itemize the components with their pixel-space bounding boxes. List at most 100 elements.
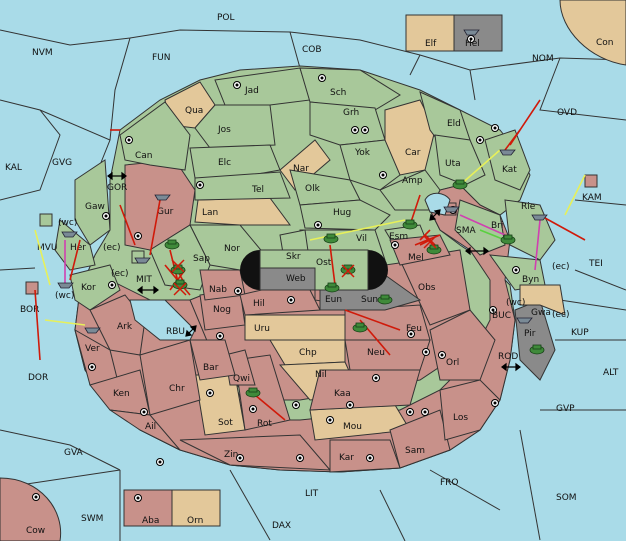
fleet-unit <box>443 206 460 213</box>
supply-center-dot <box>409 332 413 336</box>
label-fro: FRO <box>440 478 459 488</box>
territory-con <box>559 0 626 66</box>
territory-aba <box>123 489 173 527</box>
territory-ail <box>109 409 181 451</box>
territory-bar <box>189 339 236 381</box>
label-som: SOM <box>556 493 577 503</box>
supply-center-dot <box>158 460 162 464</box>
label-amp: Amp <box>402 176 423 186</box>
label-grh: Grh <box>343 108 359 118</box>
territory-web-box <box>259 267 316 291</box>
fleet-unit <box>531 214 548 221</box>
territory-orl <box>429 309 496 381</box>
territory-los <box>439 379 501 441</box>
supply-center-dot <box>320 76 324 80</box>
label-nom: NOM <box>532 54 554 64</box>
army-unit <box>529 344 545 355</box>
label-mvu: MVU <box>37 243 58 253</box>
label-elf: Elf <box>425 39 437 49</box>
label-qua: Qua <box>185 106 203 116</box>
label-chr: Chr <box>169 384 185 394</box>
territory-uta <box>434 134 486 186</box>
sea-borders <box>0 29 626 541</box>
label-sap: Sap <box>193 254 210 264</box>
label-feu: Feu <box>406 324 422 334</box>
fleet-unit <box>61 231 78 238</box>
label-kup: KUP <box>571 328 589 338</box>
label-gwa: Gwa <box>531 308 551 318</box>
label-gur: Gur <box>157 207 174 217</box>
supply-center-dot <box>408 410 412 414</box>
label-uta: Uta <box>445 159 461 169</box>
label-los: Los <box>453 413 468 423</box>
label-esm: Esm <box>389 232 408 242</box>
label-rie: Rie <box>521 202 536 212</box>
supply-center-dot <box>514 268 518 272</box>
label-elc: Elc <box>218 158 231 168</box>
supply-center-dot <box>294 403 298 407</box>
army-unit <box>377 294 393 305</box>
label-ost: Ost <box>316 258 332 268</box>
territory-tel <box>194 171 291 201</box>
label-rot: Rot <box>257 419 272 429</box>
label-buc: BUC <box>492 311 511 321</box>
label-nvm: NVM <box>32 48 53 58</box>
supply-center-dot <box>235 83 239 87</box>
supply-center-dot <box>381 173 385 177</box>
supply-centers <box>32 35 520 502</box>
label-jad: Jad <box>244 86 259 96</box>
territory-neu <box>344 339 431 371</box>
label-sam: Sam <box>405 446 425 456</box>
territory-jos <box>194 104 276 149</box>
supply-center-dot <box>298 456 302 460</box>
territory-hug <box>299 199 391 231</box>
label-skr: Skr <box>286 252 301 262</box>
territory-orn <box>171 489 221 527</box>
supply-center-dot <box>289 298 293 302</box>
label-sot: Sot <box>218 418 233 428</box>
label-kaa: Kaa <box>334 389 351 399</box>
label-neu: Neu <box>367 348 385 358</box>
territory-jad <box>214 67 311 106</box>
label-jos: Jos <box>217 125 231 135</box>
supply-center-dot <box>493 401 497 405</box>
territory-kaa <box>309 369 421 411</box>
territory-bri <box>454 199 506 256</box>
label-fun: FUN <box>152 53 171 63</box>
label-eun: Eun <box>325 295 342 305</box>
label-gor: GOR <box>107 183 127 193</box>
fleet-unit <box>154 194 171 201</box>
supply-center-dot <box>34 495 38 499</box>
supply-center-dot <box>328 418 332 422</box>
label-aba: Aba <box>142 516 159 526</box>
supply-center-dot <box>393 243 397 247</box>
army-unit <box>324 282 340 293</box>
supply-center-dot <box>363 128 367 132</box>
label-mou: Mou <box>343 422 362 432</box>
sma-channel <box>424 192 451 216</box>
label-ec3: (ec) <box>111 269 129 279</box>
label-obs: Obs <box>418 283 436 293</box>
supply-center-dot <box>348 403 352 407</box>
territory-sam <box>389 409 451 469</box>
label-ken: Ken <box>113 389 130 399</box>
label-kat: Kat <box>502 165 517 175</box>
label-gaw: Gaw <box>85 202 105 212</box>
label-cow: Cow <box>26 526 45 536</box>
supply-center-dot <box>198 183 202 187</box>
territory-gaw <box>74 159 111 246</box>
label-alt: ALT <box>603 368 619 378</box>
label-bar: Bar <box>203 363 219 373</box>
label-nog: Nog <box>213 305 231 315</box>
label-wc2: (wc) <box>55 291 74 301</box>
supply-center-dot <box>469 37 473 41</box>
region-labels: POL NVM FUN COB NOM OVD KAL GVG Con Elf … <box>5 13 619 536</box>
label-gvp: GVP <box>556 404 575 414</box>
territory-chr <box>139 339 201 416</box>
territory-ark <box>89 294 146 356</box>
label-sun: Sun <box>361 295 378 305</box>
units <box>57 29 548 398</box>
label-rod: ROD <box>498 352 518 362</box>
label-web: Web <box>286 274 306 284</box>
